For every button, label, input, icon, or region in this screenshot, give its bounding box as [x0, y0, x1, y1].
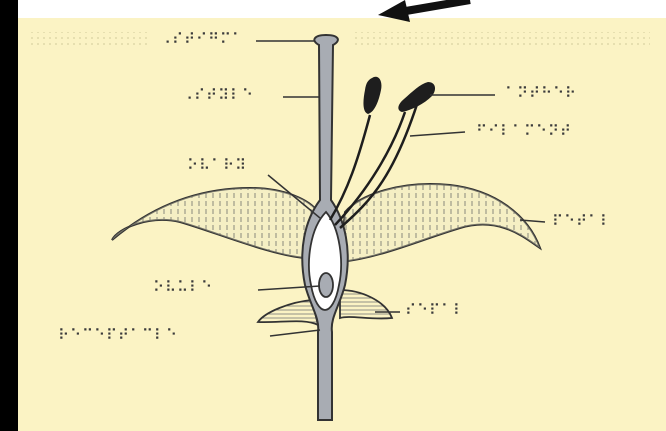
label-filament: ⠋⠊⠇⠁⠍⠑⠝⠞ [476, 124, 572, 139]
label-receptacle: ⠗⠑⠉⠑⠏⠞⠁⠉⠇⠑ [58, 328, 178, 343]
dot-row-left [30, 32, 148, 46]
anther-1 [363, 77, 381, 114]
label-anther: ⠁⠝⠞⠓⠑⠗ [505, 86, 577, 101]
label-style: ⠠⠎⠞⠽⠇⠑ [182, 88, 254, 103]
ovule-shape [319, 273, 333, 297]
top-arrow [378, 0, 470, 22]
label-stigma: ⠠⠎⠞⠊⠛⠍⠁ [160, 32, 244, 47]
label-sepal: ⠎⠑⠏⠁⠇ [405, 303, 465, 318]
petal-right-bg [340, 184, 540, 262]
sepal-left [258, 300, 318, 325]
leader-filament [410, 132, 465, 136]
sepal-right [340, 290, 392, 318]
dot-row-right [355, 32, 650, 46]
label-ovary: ⠕⠧⠁⠗⠽ [187, 158, 247, 173]
label-ovule: ⠕⠧⠥⠇⠑ [153, 280, 213, 295]
label-petal: ⠏⠑⠞⠁⠇ [552, 214, 612, 229]
leader-receptacle [270, 330, 320, 336]
